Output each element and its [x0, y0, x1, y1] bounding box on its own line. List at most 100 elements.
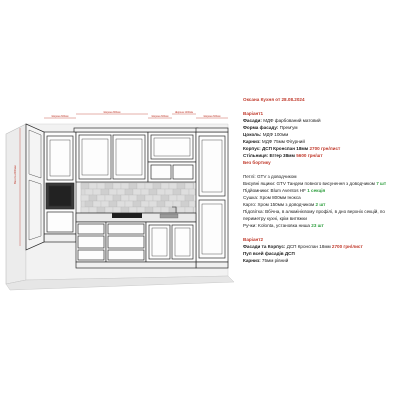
backsplash-tile — [128, 206, 138, 214]
dimension-label: Ширина 600мм — [204, 115, 221, 118]
backsplash-tile — [164, 188, 174, 196]
variant2-price: 2700 грн/лист — [331, 244, 363, 249]
backsplash-tile — [168, 194, 178, 202]
backsplash-tile — [96, 206, 106, 214]
variant1-line: Форма фасаду: Прем'ум — [243, 124, 395, 131]
sushka-line: Сушка: Хром 800мм Інокса — [243, 195, 301, 200]
korpus-line: Корпус: ДСП Кронспан 18мм 2700 грн/лист — [243, 145, 395, 152]
backsplash-tile — [152, 206, 162, 214]
variant1-label: Форма фасаду: — [243, 125, 280, 130]
backsplash-tile — [184, 182, 194, 190]
backsplash-tile — [112, 182, 122, 190]
variant2-value: 75мм рівний — [261, 258, 289, 263]
floor — [5, 275, 235, 291]
lift-qty: 1 секція — [307, 188, 326, 193]
dimension-label: Ширина 800мм — [104, 111, 121, 114]
backsplash-tile — [172, 188, 182, 196]
petli-line: Петлі: GTV з доводчиком — [243, 174, 297, 179]
variant1-line: Карниз: МДФ 75мм Фігурний — [243, 138, 395, 145]
spec-title: Оксана Кухня от 28.08.2024 — [243, 97, 305, 102]
dimension-label: Ширина 1200мм — [175, 111, 193, 114]
backsplash-tile — [92, 188, 102, 196]
vysuvni-qty: 7 шт — [376, 181, 387, 186]
variant1-heading: Варіант1 — [243, 111, 264, 116]
backsplash-tile — [172, 200, 182, 208]
backsplash-tile — [152, 182, 162, 190]
dimension-label: Ширина 600мм — [52, 115, 69, 118]
backsplash-tile — [164, 200, 174, 208]
lift-line: Підйомники: Blum Aventos HF 1 секція — [243, 187, 395, 194]
variant1-label: Цоколь: — [243, 132, 263, 137]
backsplash-tile — [96, 194, 106, 202]
variant2-line: Карниз: 75мм рівний — [243, 257, 395, 264]
backsplash-tile — [140, 200, 150, 208]
variant1-label: Фасади: — [243, 118, 264, 123]
ruchky-qty: 23 шт — [311, 223, 324, 228]
backsplash-tile — [144, 194, 154, 202]
backsplash-tile — [156, 200, 166, 208]
backsplash-tile — [176, 194, 186, 202]
backsplash-tile — [124, 188, 134, 196]
variant2-value: Пуп всей фасадів ДСП — [243, 251, 295, 256]
left-wall — [5, 123, 27, 285]
variant1-value: Прем'ум — [279, 125, 298, 130]
backsplash-tile — [180, 200, 190, 208]
korpus-label: Корпус: ДСП Кронспан 18мм — [243, 146, 310, 151]
backsplash-tile — [116, 188, 126, 196]
stilnytsia-price: 5600 грн/шт — [296, 153, 323, 158]
backsplash-tile — [100, 188, 110, 196]
backsplash-tile — [104, 206, 114, 214]
backsplash-tiles — [80, 182, 198, 214]
backsplash-tile — [136, 182, 146, 190]
backsplash-tile — [84, 188, 94, 196]
faucet — [172, 206, 177, 213]
backsplash-tile — [104, 182, 114, 190]
backsplash-tile — [88, 194, 98, 202]
backsplash-tile — [160, 194, 170, 202]
tall-left-cabinet — [43, 131, 77, 243]
backsplash-tile — [88, 206, 98, 214]
backsplash-tile — [160, 206, 170, 214]
backsplash-tile — [140, 188, 150, 196]
backsplash-tile — [176, 206, 186, 214]
backsplash-tile — [100, 200, 110, 208]
backsplash-tile — [116, 200, 126, 208]
dimension-label: Ширина 600мм — [152, 115, 169, 118]
backsplash-tile — [132, 200, 142, 208]
variant2-value: ДСП Кронспан 18мм — [286, 244, 332, 249]
backsplash-tile — [168, 182, 178, 190]
backsplash-tile — [96, 182, 106, 190]
backsplash-tile — [112, 206, 122, 214]
cooktop — [112, 213, 142, 218]
variant2-label: Карниз: — [243, 258, 262, 263]
backsplash-tile — [108, 200, 118, 208]
backsplash-tile — [148, 200, 158, 208]
backsplash-tile — [128, 194, 138, 202]
backsplash-tile — [92, 200, 102, 208]
tall-right-cabinet — [195, 127, 229, 269]
upper-cabinets — [73, 127, 199, 183]
ruchky-line: Ручки: Kolonta, установка ниша 23 шт — [243, 222, 395, 229]
backsplash-tile — [80, 194, 90, 202]
base-cabinets — [75, 221, 197, 269]
bez-bortyku: Без бортику — [243, 160, 271, 165]
backsplash-tile — [144, 182, 154, 190]
backsplash-tile — [104, 194, 114, 202]
variant1-line: Фасади: МДФ фарбований матовий — [243, 117, 395, 124]
side-dimension: Висота 2400мм — [13, 128, 21, 246]
backsplash-tile — [184, 206, 194, 214]
kargo-label: Карго: Хром 150мм з доводчиком — [243, 202, 316, 207]
backsplash-tile — [80, 182, 90, 190]
variant1-label: Карниз: — [243, 139, 262, 144]
backsplash-tile — [184, 194, 194, 202]
backsplash-tile — [136, 194, 146, 202]
backsplash-tile — [80, 206, 90, 214]
backsplash-tile — [144, 206, 154, 214]
kargo-qty: 2 шт — [315, 202, 326, 207]
backsplash-tile — [120, 206, 130, 214]
backsplash-tile — [148, 188, 158, 196]
variant1-value: МДФ 75мм Фігурний — [261, 139, 305, 144]
backsplash-tile — [176, 182, 186, 190]
